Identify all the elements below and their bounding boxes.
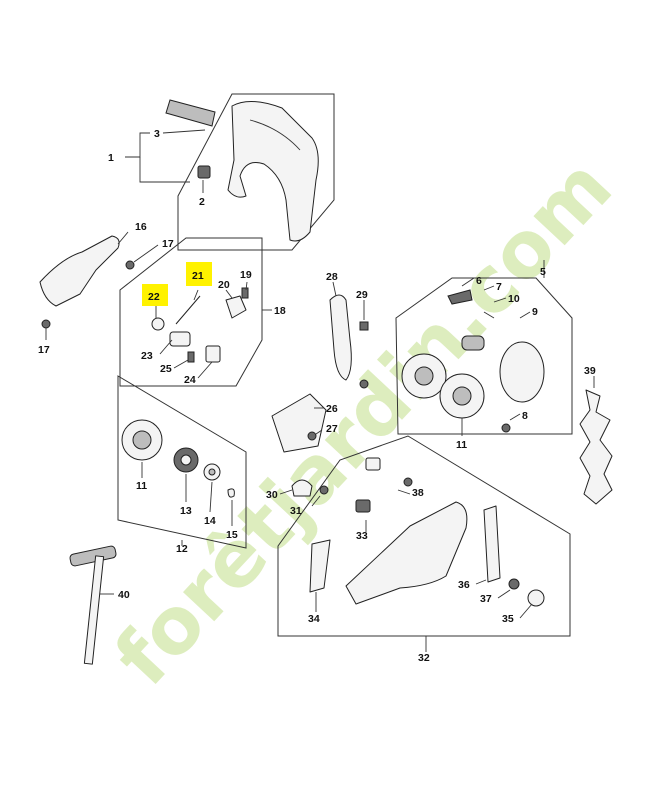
callout-label: 11 [136,480,147,492]
part-32-cover [345,501,468,605]
callout-label: 38 [412,487,424,499]
callout-label: 35 [502,613,514,625]
part-38-screw [403,477,413,487]
callout-label: 6 [476,275,482,287]
part-9-rope-housing [499,341,545,403]
group-box-1 [177,93,335,251]
part-29-screw [359,321,369,331]
highlight-21 [186,262,212,286]
callout-label: 37 [480,593,492,605]
callout-label: 7 [496,281,502,293]
part-21-rod [175,295,201,325]
group-tensioner [119,237,272,387]
part-25-screw [187,351,195,363]
part-19-pin [241,287,249,299]
part-8-screw [501,423,511,433]
callout-label: 26 [326,403,338,415]
callout-label: 33 [356,530,368,542]
callout-label: 17 [162,238,174,250]
part-39-spike [579,389,613,505]
part-23-plate [169,331,191,347]
callout-label: 12 [176,543,188,555]
group-16 [39,231,159,340]
callout-label: 11 [456,439,467,451]
part-6-pawl [447,289,473,305]
callout-label: 21 [192,270,204,282]
part-24-clip [205,345,221,363]
callout-label: 14 [204,515,216,527]
callout-label: 40 [118,589,130,601]
part-35-knob [527,589,545,607]
callout-label: 29 [356,289,368,301]
callout-label: 36 [458,579,470,591]
part-28-catcher [329,294,352,381]
part-22-washer [151,317,165,331]
part-40-wrench [69,545,117,665]
callout-label: 30 [266,489,278,501]
callout-label: 16 [135,221,147,233]
callout-labels: 1 2 3 5 6 7 8 9 10 11 11 12 13 14 15 16 … [38,128,596,664]
group-clutch [117,375,247,549]
group-box-32 [277,435,571,637]
callout-label: 8 [522,410,528,422]
group-box-18 [119,237,263,387]
callout-label: 28 [326,271,338,283]
callout-label: 20 [218,279,230,291]
callout-label: 23 [141,350,153,362]
callout-label: 15 [226,529,238,541]
callout-label: 9 [532,306,538,318]
part-3-strip [165,99,216,127]
part-17-screw-b [41,319,51,329]
callout-label: 25 [160,363,172,375]
part-33-nut [355,499,371,513]
part-30-guide [291,479,313,497]
callout-label: 17 [38,344,50,356]
part-26-plate [271,393,327,453]
callout-label: 24 [184,374,196,386]
part-37-nut [508,578,520,590]
group-box-5 [395,277,573,435]
callout-label: 10 [508,293,520,305]
callout-label: 19 [240,269,252,281]
callout-label: 27 [326,423,338,435]
part-27-screw [307,431,317,441]
part-1-handguard [227,101,319,242]
callout-label: 34 [308,613,320,625]
group-cover [277,435,571,652]
highlight-22 [142,284,168,306]
part-9-grip [461,335,485,351]
part-31-screw [319,485,329,495]
group-28 [329,281,369,389]
callout-label: 18 [274,305,286,317]
part-2-screw [197,165,211,179]
part-16-cover [39,235,120,307]
callout-label: 22 [148,291,160,303]
part-17-screw-a [125,260,135,270]
callout-label: 13 [180,505,192,517]
callout-label: 32 [418,652,430,664]
callout-label: 2 [199,196,205,208]
callout-label: 5 [540,266,546,278]
callout-label: 3 [154,128,160,140]
part-36-catch [483,505,501,583]
part-20-gear [225,295,247,319]
group-box-12 [117,375,247,549]
part-15-clip [227,488,235,498]
group-starter [395,260,573,436]
group-handguard [125,93,335,251]
group-26-31 [271,393,329,507]
callout-label: 39 [584,365,596,377]
part-34-slider [309,539,331,593]
callout-label: 1 [108,152,114,164]
callout-label: 31 [290,505,302,517]
